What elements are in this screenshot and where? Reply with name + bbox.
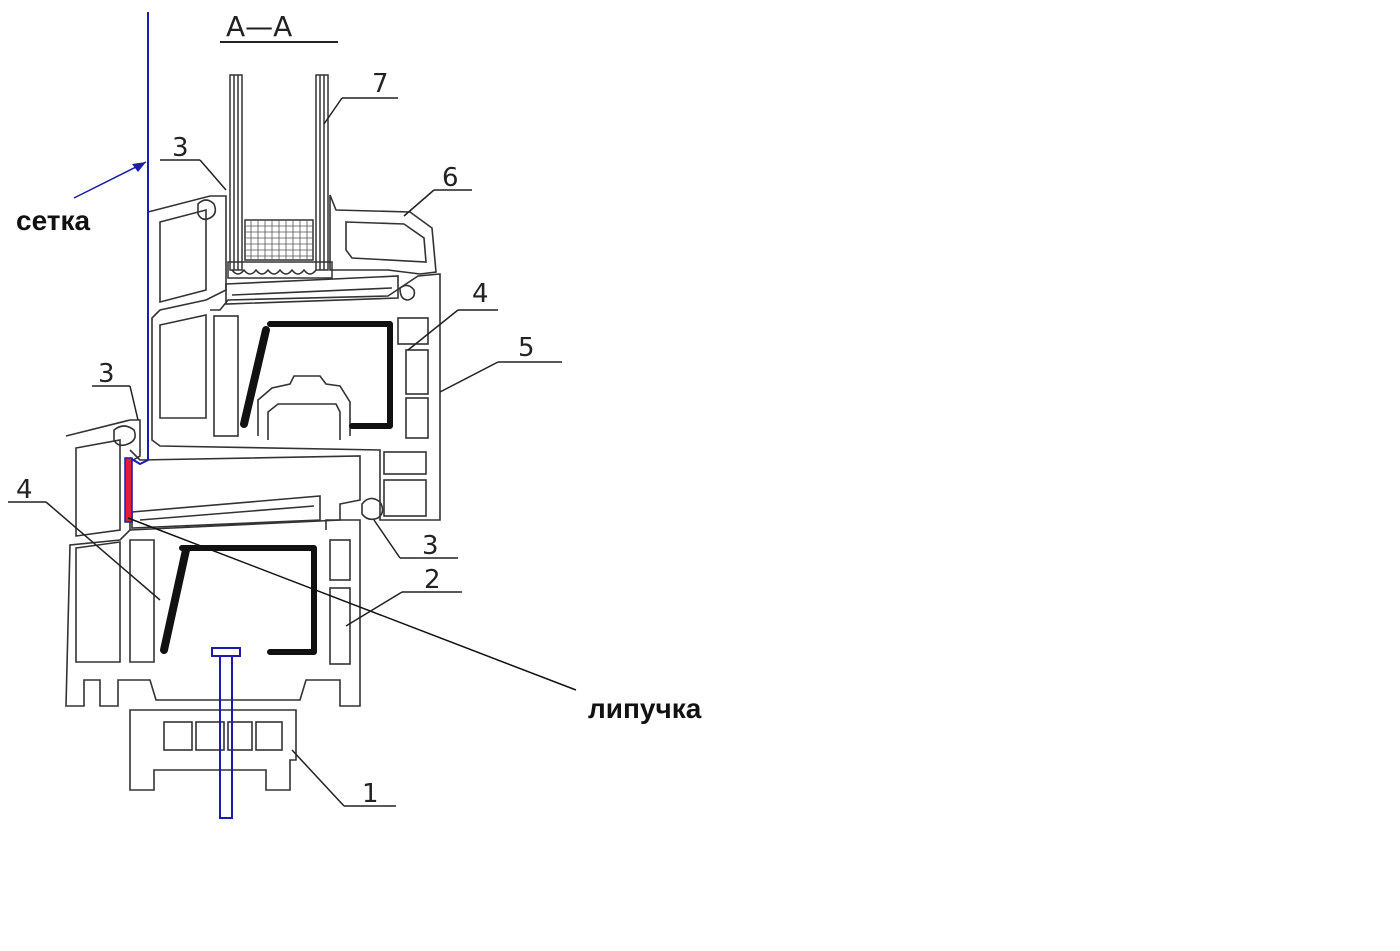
gasket-mid	[113, 425, 136, 447]
glazing-block-teeth	[231, 268, 317, 275]
reinforcement-lower-channel	[179, 545, 317, 655]
glass-pane-right	[315, 74, 329, 271]
leader-3-right	[373, 519, 401, 559]
leader-6	[403, 189, 435, 217]
mesh-pointer	[73, 161, 147, 199]
section-label: A—A	[226, 10, 292, 43]
velcro-strip	[124, 457, 133, 523]
glazing-block	[227, 261, 333, 279]
velcro-annotation: липучка	[588, 693, 702, 724]
reinforcement-lower-left-bar	[160, 546, 190, 654]
leader-2	[345, 591, 403, 627]
leader-3-mid	[129, 385, 139, 421]
callout-3-mid: 3	[98, 359, 115, 389]
screw-head	[211, 647, 241, 657]
frame-profile	[65, 419, 361, 707]
gaskets	[113, 199, 416, 521]
callout-4-left: 4	[16, 475, 33, 505]
callout-leaders	[8, 97, 562, 807]
sash-bottom-rail	[131, 495, 321, 529]
reinforcement-upper-channel	[267, 321, 393, 429]
glazing-bead	[329, 194, 437, 275]
gasket-top	[197, 199, 217, 221]
anchor-screw	[211, 647, 241, 819]
mesh-line	[129, 12, 149, 466]
callout-4-right: 4	[472, 279, 489, 309]
leader-4-right	[407, 309, 459, 351]
leader-1	[291, 749, 345, 807]
velcro-pointer	[127, 517, 577, 691]
section-label-group: A—A	[220, 10, 338, 43]
callout-3-top: 3	[172, 133, 189, 163]
callout-numbers: 7 3 6 4 5 3 4 3 2 1	[16, 69, 535, 809]
callout-2: 2	[424, 565, 441, 595]
mesh-annotation: сетка	[16, 205, 91, 236]
mesh-screen	[73, 12, 149, 466]
mesh-pointer-arrowhead	[132, 162, 146, 172]
sill-profile	[129, 709, 297, 791]
sash-profile	[147, 195, 441, 521]
leader-3-top	[199, 159, 227, 191]
velcro-strip-group	[124, 457, 577, 691]
screw-shank	[219, 655, 233, 819]
callout-1: 1	[362, 779, 379, 809]
callout-7: 7	[372, 69, 389, 99]
reinforcement-upper-left-bar	[240, 326, 270, 428]
gasket-sash-outer	[399, 284, 416, 301]
leader-4-left	[45, 501, 161, 601]
glass-pane-left	[229, 74, 243, 271]
callout-3-right: 3	[422, 531, 439, 561]
callout-5: 5	[518, 333, 535, 363]
leader-5	[439, 361, 499, 393]
leader-7	[323, 97, 343, 125]
glazing-unit	[227, 74, 333, 279]
spacer-desiccant-hatch	[245, 220, 313, 260]
gasket-right	[361, 497, 384, 521]
steel-reinforcements	[160, 321, 393, 655]
callout-6: 6	[442, 163, 459, 193]
